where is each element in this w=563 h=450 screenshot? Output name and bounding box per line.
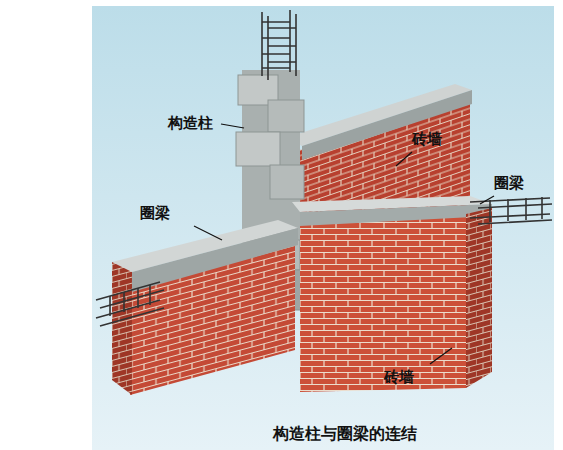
figure-caption: 构造柱与圈梁的连结 <box>273 424 417 445</box>
part-label: 圈梁 <box>494 174 524 192</box>
part-label: 砖墙 <box>412 130 442 148</box>
part-label: 砖墙 <box>384 368 414 386</box>
part-label: 圈梁 <box>140 204 170 222</box>
part-label: 构造柱 <box>168 114 213 132</box>
